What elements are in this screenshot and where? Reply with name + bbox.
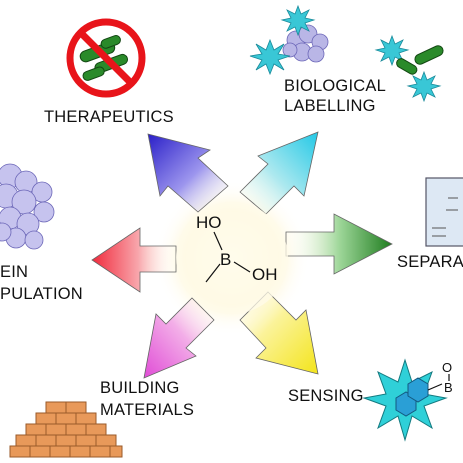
molecule-boron: B bbox=[220, 250, 231, 269]
label-materials: MATERIALS bbox=[100, 401, 195, 419]
hexagon-ring-icon bbox=[407, 377, 429, 403]
label-manipulation: PULATION bbox=[0, 285, 83, 303]
molecule-oh-right: OH bbox=[252, 265, 278, 284]
sensing-icon: B O bbox=[362, 358, 453, 442]
bond-b-r bbox=[205, 263, 221, 283]
sensor-boron: B bbox=[444, 380, 453, 395]
protein-structure-icon bbox=[0, 163, 55, 250]
bond-b-oh-right bbox=[233, 261, 251, 273]
fluorescent-star-icon bbox=[280, 4, 316, 37]
fluorescent-star-icon bbox=[249, 38, 291, 76]
boronic-acid-molecule: HO B OH bbox=[196, 213, 278, 284]
label-building: BUILDING bbox=[100, 379, 180, 397]
bacterium-icon bbox=[396, 58, 418, 75]
brick-pyramid-icon bbox=[9, 401, 123, 458]
label-therapeutics: THERAPEUTICS bbox=[44, 108, 174, 126]
arrow-sensing bbox=[239, 291, 319, 375]
arrow-biological-labelling bbox=[239, 131, 319, 215]
label-separation: SEPARA bbox=[397, 253, 463, 271]
fluorescent-star-icon bbox=[406, 70, 442, 103]
label-protein: EIN bbox=[0, 263, 29, 281]
arrow-separation bbox=[285, 213, 393, 275]
protein-cluster-small bbox=[282, 24, 329, 63]
bacterium-icon bbox=[414, 45, 444, 65]
bond-b-oh-top bbox=[213, 231, 223, 251]
arrow-therapeutics bbox=[147, 133, 229, 213]
arrow-protein-manipulation bbox=[91, 227, 177, 293]
no-bacteria-icon bbox=[66, 18, 146, 98]
label-labelling: LABELLING bbox=[284, 97, 376, 115]
biological-labelling-icon bbox=[249, 4, 444, 103]
label-biological: BIOLOGICAL bbox=[284, 77, 386, 95]
label-sensing: SENSING bbox=[288, 387, 364, 405]
hub-glow bbox=[176, 202, 288, 314]
fluorescent-star-icon bbox=[374, 34, 410, 67]
central-six-arrow bbox=[91, 131, 393, 379]
separation-plate-icon bbox=[425, 177, 463, 247]
molecule-oh-top: HO bbox=[196, 213, 222, 232]
sensor-bond bbox=[427, 383, 443, 391]
arrow-building-materials bbox=[143, 297, 215, 379]
sensor-oxygen: O bbox=[442, 360, 452, 375]
